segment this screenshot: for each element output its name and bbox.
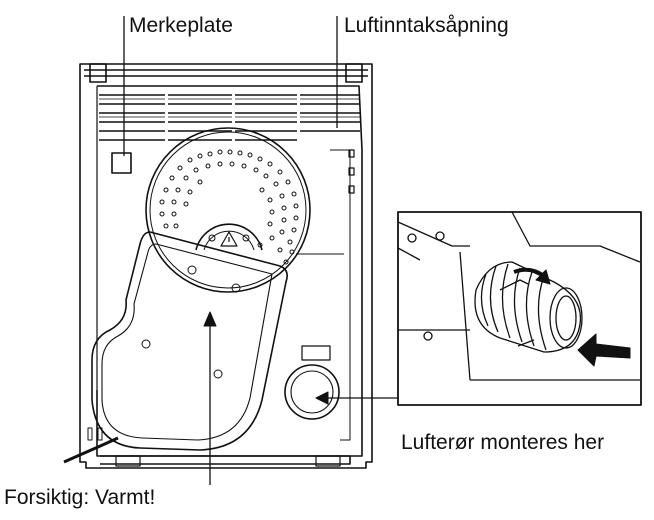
cabinet-top-rim bbox=[84, 69, 368, 77]
label-duct-mount: Lufterør monteres her bbox=[401, 431, 605, 454]
base-rail bbox=[100, 455, 351, 465]
top-right-bracket bbox=[345, 63, 363, 83]
top-left-bracket bbox=[89, 63, 107, 83]
exhaust-outlet bbox=[284, 345, 340, 420]
fan-disc bbox=[145, 127, 311, 293]
cabinet-outline bbox=[79, 63, 373, 469]
inset-detail-box bbox=[397, 211, 642, 406]
hot-air-channel-cover bbox=[91, 231, 288, 451]
warning-triangle-icon bbox=[220, 231, 238, 247]
air-intake-louvres bbox=[99, 94, 360, 141]
rating-plate bbox=[111, 152, 132, 174]
fan-hub bbox=[195, 223, 263, 251]
label-rating-plate: Merkeplate bbox=[129, 14, 233, 37]
label-air-intake: Luftinntaksåpning bbox=[344, 14, 509, 37]
inset-content bbox=[397, 211, 641, 381]
cover-screws bbox=[141, 265, 241, 379]
side-vent-slots bbox=[348, 149, 355, 194]
power-cord bbox=[63, 436, 119, 464]
insert-arrow-icon bbox=[577, 333, 631, 367]
fan-perforations bbox=[159, 149, 299, 265]
leader-lines bbox=[123, 16, 398, 485]
back-panel bbox=[96, 85, 363, 457]
label-caution-hot: Forsiktig: Varmt! bbox=[4, 486, 156, 509]
